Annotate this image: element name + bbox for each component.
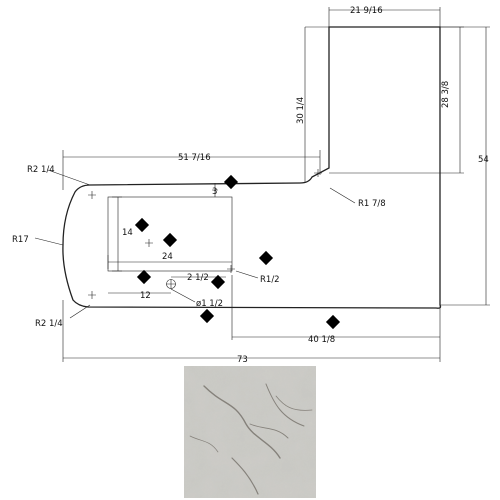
dim-inner-height: 30 1/4 [296,97,306,124]
countertop-outline [62,26,442,309]
dim-right-height: 28 3/8 [441,81,451,108]
dim-top-width: 21 9/16 [350,6,383,16]
dim-right-leg: 40 1/8 [308,335,335,345]
sink-cutout [107,196,233,272]
dim-faucet-hole: ø1 1/2 [196,299,223,309]
dim-r-inner: R1 7/8 [358,199,386,209]
diamond-markers [134,174,341,330]
diamond-marker [162,232,178,248]
dim-faucet-distance: 12 [140,291,151,301]
diamond-marker [136,269,152,285]
diamond-marker [134,217,150,233]
dim-total-height: 54 [478,155,489,165]
diamond-marker [199,308,215,324]
diamond-marker [210,274,226,290]
diamond-marker [325,314,341,330]
dim-faucet-offset: 2 1/2 [187,273,209,283]
dim-long-width: 51 7/16 [178,153,211,163]
dim-overall-width: 73 [237,355,248,365]
dimension-lines [34,7,490,362]
marble-swatch [184,366,316,498]
crosshair-marks [88,169,322,299]
dim-sink-radius: R1/2 [260,275,280,285]
diamond-marker [258,250,274,266]
dim-r-top-left: R2 1/4 [27,165,55,175]
dim-sink-offset: 3 [212,187,217,197]
diamond-marker [223,174,239,190]
dim-sink-depth: 14 [122,228,133,238]
dim-r-bottom-left: R2 1/4 [35,319,63,329]
dim-sink-width: 24 [162,252,173,262]
dim-r-left: R17 [12,235,29,245]
